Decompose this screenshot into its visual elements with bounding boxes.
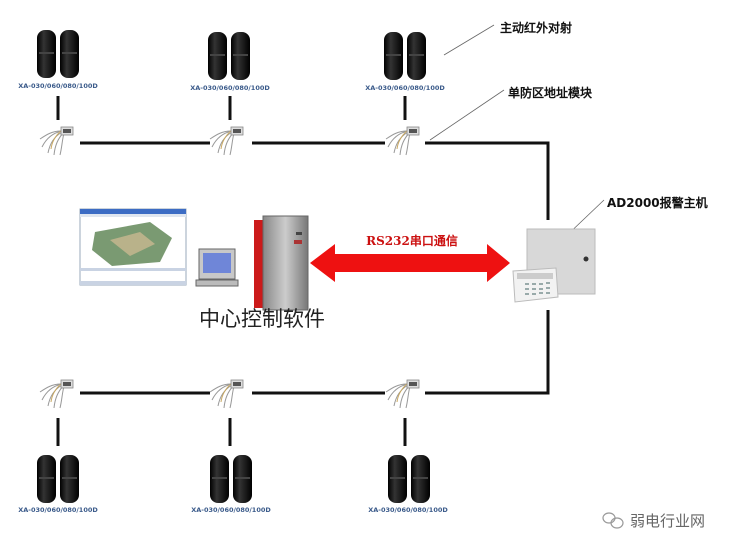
detector-model-label: XA-030/060/080/100D — [18, 82, 98, 90]
address-module-bottom-3 — [385, 379, 420, 409]
address-module-top-3 — [385, 126, 420, 156]
detector-top-3: XA-030/060/080/100D — [365, 32, 445, 92]
software-screenshot — [79, 208, 187, 286]
address-module-bottom-1 — [39, 379, 74, 409]
rs232-arrow — [310, 244, 510, 282]
detector-bottom-1: XA-030/060/080/100D — [18, 455, 98, 514]
detector-model-label: XA-030/060/080/100D — [365, 84, 445, 92]
wechat-icon — [602, 512, 624, 529]
detector-callout: 主动红外对射 — [500, 20, 572, 35]
detector-top-1: XA-030/060/080/100D — [18, 30, 98, 90]
watermark-text: 弱电行业网 — [630, 512, 705, 530]
server-cabinet — [254, 215, 309, 311]
watermark: 弱电行业网 — [602, 512, 705, 530]
detector-top-2: XA-030/060/080/100D — [190, 32, 270, 92]
detector-model-label: XA-030/060/080/100D — [368, 506, 448, 514]
detector-model-label: XA-030/060/080/100D — [18, 506, 98, 514]
module-callout: 单防区地址模块 — [508, 85, 593, 100]
computer-monitor — [195, 248, 239, 287]
detector-bottom-3: XA-030/060/080/100D — [368, 455, 448, 514]
host-callout: AD2000报警主机 — [607, 195, 708, 210]
alarm-host-panel — [512, 228, 596, 303]
address-module-bottom-2 — [209, 379, 244, 409]
detector-bottom-2: XA-030/060/080/100D — [191, 455, 271, 514]
detector-model-label: XA-030/060/080/100D — [190, 84, 270, 92]
rs232-label: RS232串口通信 — [366, 233, 458, 248]
address-module-top-2 — [209, 126, 244, 156]
wiring — [56, 96, 550, 446]
detector-model-label: XA-030/060/080/100D — [191, 506, 271, 514]
address-module-top-1 — [39, 126, 74, 156]
center-software-label: 中心控制软件 — [199, 307, 325, 331]
